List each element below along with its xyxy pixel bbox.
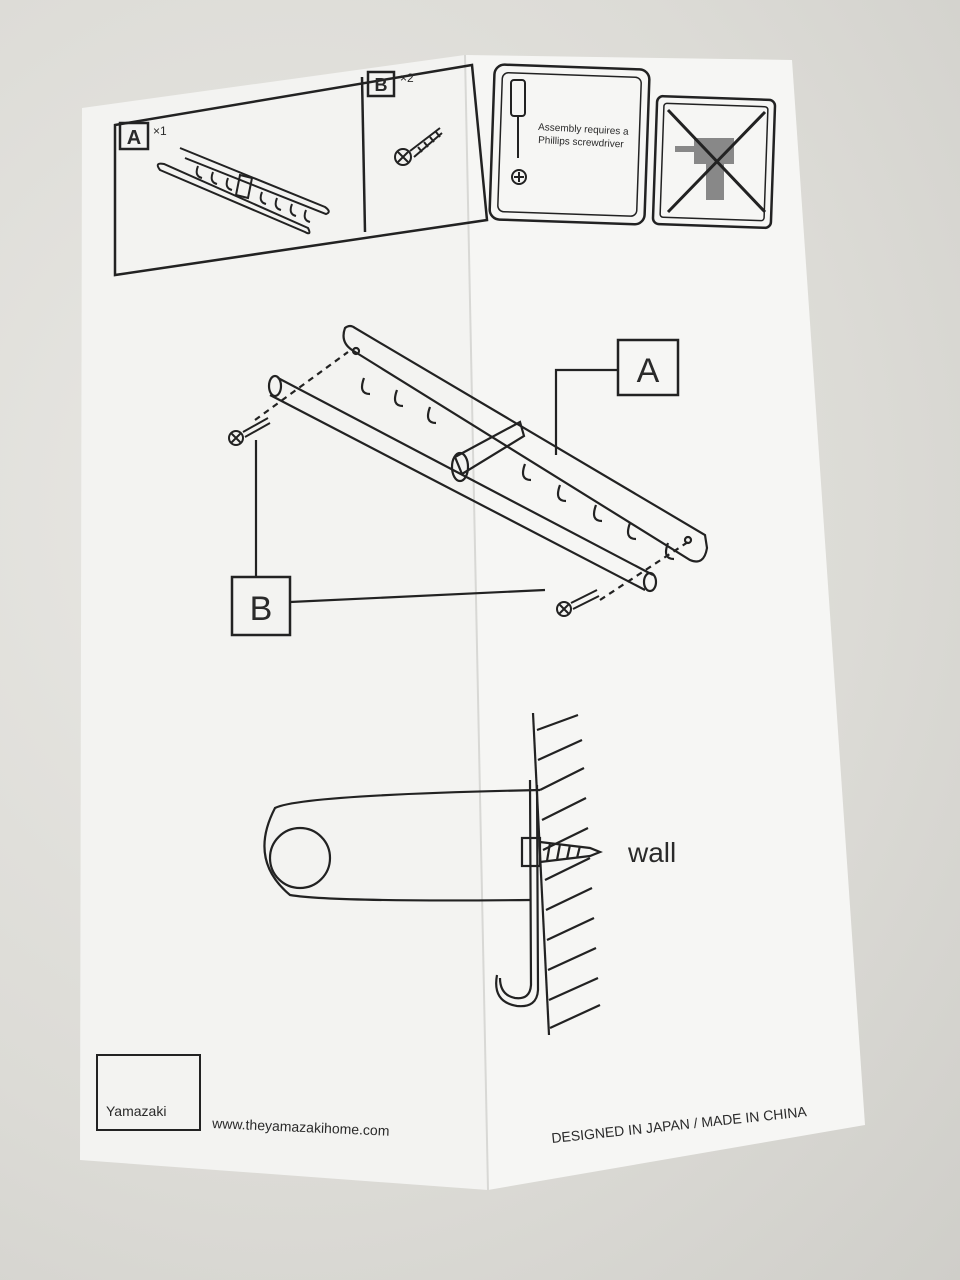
svg-text:Yamazaki: Yamazaki [106,1103,166,1119]
svg-text:B: B [250,590,273,628]
screw-left [228,417,271,446]
svg-text:A: A [127,127,141,149]
svg-text:A: A [637,352,660,390]
label-b-box: B [230,575,292,637]
hook-rail-icon [156,147,330,235]
parts-box [113,63,489,277]
svg-text:Assembly requires a: Assembly requires a [538,122,629,138]
svg-text:×1: ×1 [153,124,167,138]
svg-text:B: B [375,75,388,95]
leader-lines [254,368,617,604]
part-b-label: B ×2 [366,70,414,98]
label-a-box: A [616,338,680,397]
brand-logo: Yamazaki [96,1054,201,1131]
no-power-drill-icon [651,94,777,230]
part-a-label: A ×1 [118,121,167,151]
screwdriver-notice: Assembly requires a Phillips screwdriver [488,63,651,226]
svg-text:×2: ×2 [400,71,414,85]
paper-sheet [80,54,865,1191]
screw-icon [394,127,443,166]
screw-right [556,589,600,617]
screwdriver-icon [510,79,527,185]
rail-assembly-diagram [254,324,709,601]
wall-mount-detail [263,712,603,1036]
website-text: www.theyamazakihome.com [211,1115,390,1139]
svg-text:Phillips screwdriver: Phillips screwdriver [538,135,625,150]
wall-label: wall [627,837,676,868]
